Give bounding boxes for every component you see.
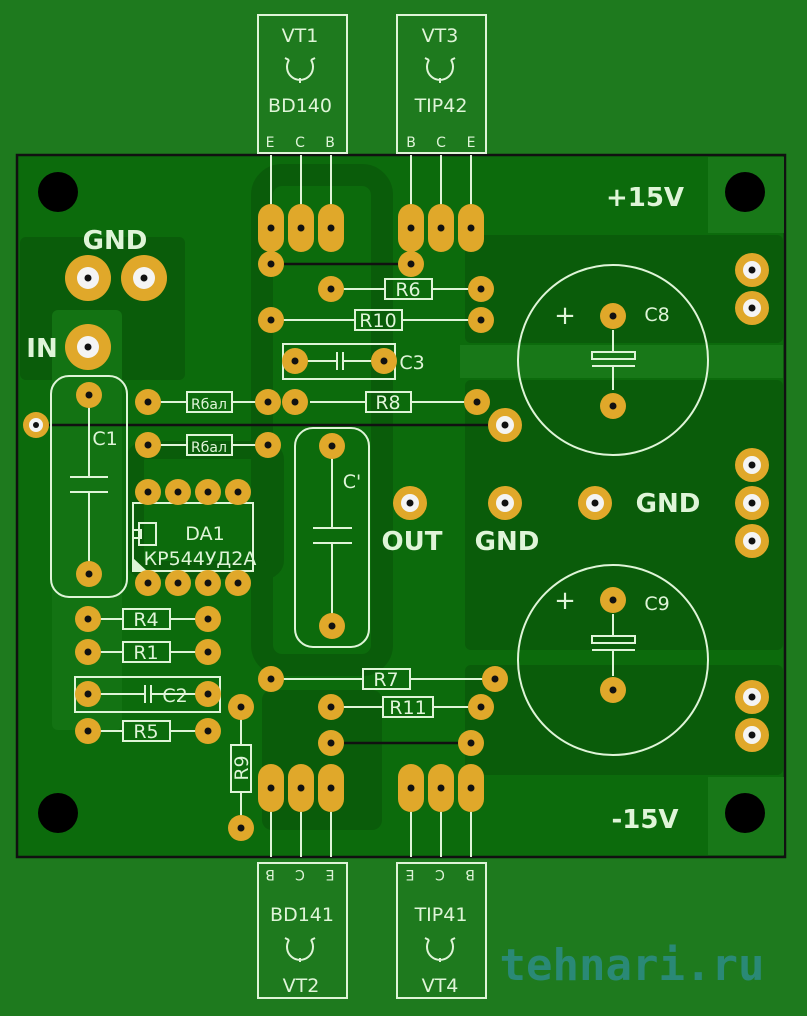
- capacitor-c8: + C8: [517, 264, 709, 456]
- transistor-symbol-icon: [284, 937, 316, 962]
- in-pad: [65, 324, 111, 370]
- in-label: IN: [26, 334, 57, 364]
- plus15v-label: +15V: [606, 183, 684, 213]
- minus15v-label: -15V: [611, 805, 678, 835]
- svg-text:R8: R8: [375, 392, 400, 414]
- svg-text:E: E: [266, 135, 275, 151]
- svg-text:КР544УД2А: КР544УД2А: [144, 548, 257, 570]
- svg-text:R9: R9: [231, 755, 253, 780]
- resistor-r11: R11: [318, 694, 494, 720]
- svg-text:DA1: DA1: [185, 523, 224, 545]
- svg-text:VT2: VT2: [283, 975, 320, 997]
- svg-text:R5: R5: [133, 721, 158, 743]
- svg-text:R4: R4: [133, 609, 158, 631]
- out-label: OUT: [382, 527, 443, 557]
- transistor-symbol-icon: [284, 57, 316, 83]
- svg-text:C8: C8: [644, 304, 669, 326]
- resistor-r9: R9: [228, 694, 254, 841]
- svg-text:+: +: [554, 301, 576, 331]
- watermark-logo: tehnari.ru: [500, 940, 765, 991]
- svg-text:Rбал: Rбал: [191, 440, 227, 456]
- svg-text:C: C: [295, 866, 305, 882]
- mounting-holes: [38, 172, 765, 833]
- svg-text:B: B: [406, 135, 416, 151]
- resistor-r5: R5: [75, 718, 221, 744]
- svg-text:VT3: VT3: [422, 25, 459, 47]
- svg-text:R11: R11: [389, 697, 426, 719]
- capacitor-c9: + C9: [517, 564, 709, 756]
- transistor-vt2: B C E BD141 VT2: [257, 764, 348, 999]
- svg-text:C1: C1: [92, 428, 117, 450]
- jumper-pads: [23, 412, 49, 438]
- svg-text:E: E: [326, 866, 335, 882]
- vt1-ref: VT1: [282, 25, 319, 47]
- svg-text:+: +: [554, 586, 576, 616]
- svg-text:R10: R10: [359, 310, 396, 332]
- svg-text:C3: C3: [399, 352, 424, 374]
- svg-text:E: E: [467, 135, 476, 151]
- svg-text:B: B: [465, 866, 475, 882]
- resistor-r6: R6: [318, 276, 494, 302]
- svg-text:C9: C9: [644, 593, 669, 615]
- svg-text:R7: R7: [373, 669, 398, 691]
- svg-text:BD141: BD141: [270, 904, 334, 926]
- capacitor-c-prime: C': [294, 427, 370, 648]
- resistor-r10: R10: [258, 307, 494, 333]
- svg-text:C': C': [343, 471, 362, 493]
- transistor-vt3: VT3 TIP42 B C E: [396, 14, 487, 252]
- svg-text:B: B: [265, 866, 275, 882]
- svg-text:R1: R1: [133, 642, 158, 664]
- transistor-vt1: VT1 BD140 E C B: [257, 14, 348, 252]
- transistor-symbol-icon: [424, 57, 456, 83]
- capacitor-c2: C2: [74, 676, 221, 713]
- resistor-r1: R1: [75, 639, 221, 665]
- svg-text:B: B: [325, 135, 335, 151]
- svg-text:R6: R6: [395, 279, 420, 301]
- svg-text:TIP42: TIP42: [414, 95, 468, 117]
- jumper-wires: [36, 262, 505, 745]
- svg-text:Rбал: Rбал: [191, 397, 227, 413]
- capacitor-c3: C3: [282, 343, 425, 380]
- resistor-r7: R7: [258, 666, 508, 692]
- svg-text:C: C: [435, 866, 445, 882]
- gnd-right-label: GND: [636, 489, 701, 519]
- resistor-r8: R8: [282, 389, 490, 415]
- gnd-input-pads: [65, 255, 167, 301]
- svg-text:C: C: [436, 135, 446, 151]
- capacitor-c1: C1: [50, 375, 128, 598]
- ic-da1: DA1 КР544УД2А: [132, 479, 257, 596]
- transistor-symbol-icon: [424, 937, 456, 962]
- gnd-top-label: GND: [83, 226, 148, 256]
- resistor-rbal-1: Rбал: [135, 389, 281, 415]
- resistor-rbal-2: Rбал: [135, 432, 281, 458]
- svg-text:C2: C2: [162, 685, 187, 707]
- gnd-mid-label: GND: [475, 527, 540, 557]
- svg-text:BD140: BD140: [268, 95, 332, 117]
- resistor-r4: R4: [75, 606, 221, 632]
- svg-text:C: C: [295, 135, 305, 151]
- svg-text:TIP41: TIP41: [414, 904, 468, 926]
- svg-text:E: E: [406, 866, 415, 882]
- svg-text:VT4: VT4: [422, 975, 459, 997]
- transistor-vt4: E C B TIP41 VT4: [396, 764, 487, 999]
